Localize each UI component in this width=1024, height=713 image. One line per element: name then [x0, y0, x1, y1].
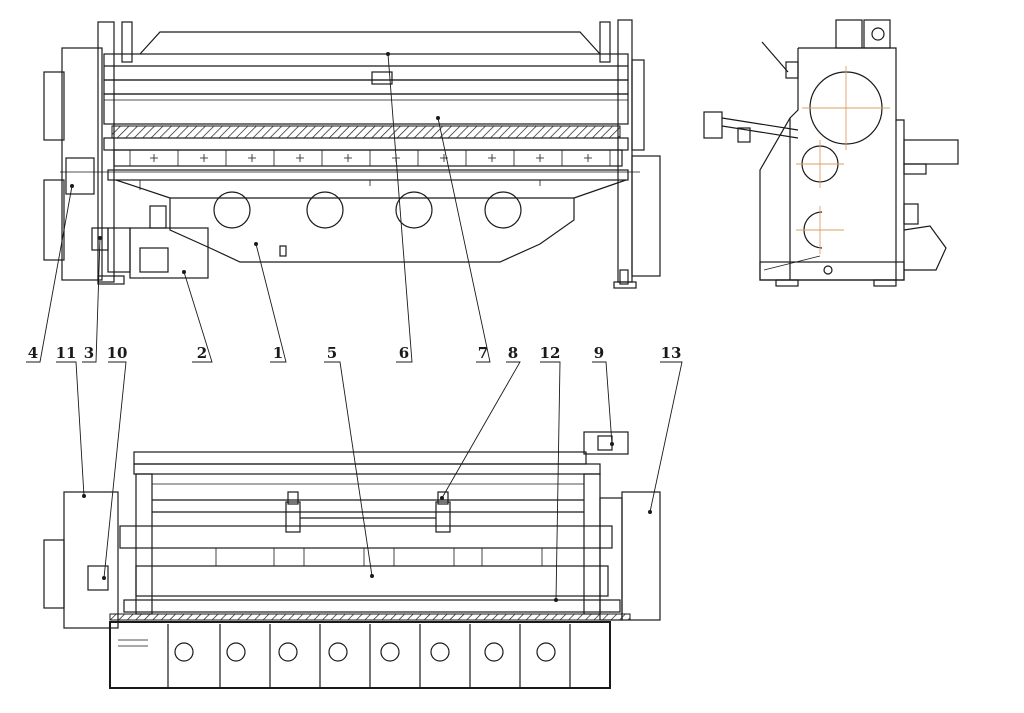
callout-9: 9 [594, 344, 604, 362]
leader-lines [26, 52, 683, 602]
callout-12: 12 [540, 344, 561, 362]
callout-7: 7 [478, 344, 488, 362]
hold-down-feet [129, 150, 611, 166]
callout-4: 4 [28, 344, 38, 362]
plan-view [43, 431, 661, 689]
callout-13: 13 [661, 344, 682, 362]
front-table-circles [118, 624, 571, 688]
callout-2: 2 [197, 344, 207, 362]
callout-10: 10 [107, 344, 128, 362]
callout-6: 6 [399, 344, 409, 362]
callout-5: 5 [327, 344, 337, 362]
callout-labels: 4 11 3 10 2 1 5 6 7 8 12 9 13 [28, 344, 682, 362]
callout-1: 1 [273, 344, 283, 362]
callout-8: 8 [508, 344, 518, 362]
callout-11: 11 [56, 344, 77, 362]
side-view [703, 19, 959, 287]
callout-3: 3 [84, 344, 94, 362]
front-view [43, 19, 661, 289]
